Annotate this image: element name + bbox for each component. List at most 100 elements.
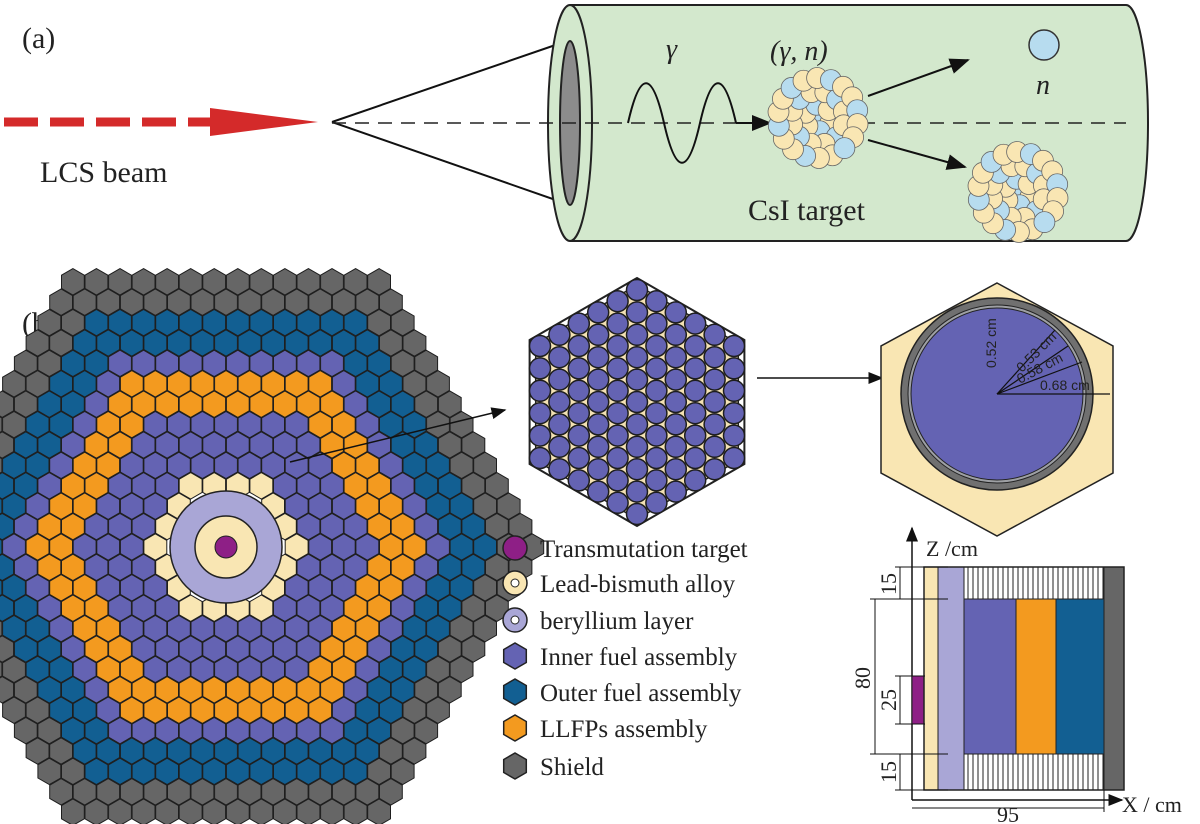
fuel-pin xyxy=(606,379,629,403)
core-hex-outer xyxy=(49,410,73,439)
fuel-pin xyxy=(645,401,668,425)
core-hex-shield xyxy=(167,778,191,806)
fuel-pin xyxy=(683,424,707,447)
core-hex-inner xyxy=(355,655,380,684)
core-hex-outer xyxy=(343,308,368,337)
core-hex-inner xyxy=(167,451,191,480)
core-hex-llfp xyxy=(402,533,427,561)
core-hex-shield xyxy=(237,288,262,316)
core-hex-inner xyxy=(155,635,179,663)
core-hex-inner xyxy=(96,696,121,724)
core-hex-inner xyxy=(331,574,356,602)
core-hex-inner xyxy=(13,553,38,582)
core-hex-inner xyxy=(72,410,97,439)
core-hex-shield xyxy=(61,268,85,296)
core-hex-outer xyxy=(461,512,486,541)
core-hex-shield xyxy=(414,390,439,418)
fuel-pin xyxy=(722,334,746,358)
core-hex-shield xyxy=(379,778,403,806)
core-hex-outer xyxy=(284,329,309,357)
core-hex-shield xyxy=(485,553,509,582)
core-hex-shield xyxy=(13,676,38,704)
core-hex-outer xyxy=(13,635,38,663)
core-hex-outer xyxy=(379,370,403,398)
legend-item-outer-fuel: Outer fuel assembly xyxy=(502,678,742,707)
core-hex-shield xyxy=(437,676,462,704)
core-hex-outer xyxy=(202,308,227,337)
core-hex-inner xyxy=(108,594,132,622)
inner-fuel-hex-icon xyxy=(502,642,528,670)
core-hex-inner xyxy=(273,431,297,459)
core-hex-llfp xyxy=(284,370,309,398)
core-hex-shield xyxy=(402,329,427,357)
core-hex-llfp xyxy=(214,696,238,724)
core-hex-outer xyxy=(437,472,462,500)
fuel-pin xyxy=(606,357,629,380)
core-hex-inner xyxy=(167,614,191,643)
core-hex-outer xyxy=(367,349,391,378)
axial-target xyxy=(911,675,925,725)
core-hex-llfp xyxy=(108,635,132,663)
core-hex-llfp xyxy=(367,512,391,541)
core-hex-inner xyxy=(320,512,344,541)
core-hex-inner xyxy=(178,635,203,663)
core-hex-inner xyxy=(261,614,285,643)
core-hex-inner xyxy=(49,614,73,643)
purple-dot-icon xyxy=(502,535,528,561)
fuel-pin xyxy=(664,480,688,503)
core-hex-inner xyxy=(143,574,168,602)
core-hex-shield xyxy=(61,308,85,337)
core-hex-shield xyxy=(84,268,109,296)
neutron-label: n xyxy=(1036,70,1050,101)
axial-section: Z /cm X / cm 15 80 25 15 95 xyxy=(850,526,1182,824)
fuel-pin xyxy=(586,435,610,459)
fuel-pin xyxy=(703,435,726,459)
core-hex-outer xyxy=(402,655,427,684)
fuel-pin xyxy=(625,390,649,414)
lcs-beam-arrow xyxy=(4,108,318,136)
core-hex-llfp xyxy=(108,390,132,418)
core-hex-outer xyxy=(49,370,73,398)
fuel-pin xyxy=(703,457,726,481)
core-hex-inner xyxy=(37,472,62,500)
svg-text:Outer fuel assembly: Outer fuel assembly xyxy=(540,680,742,707)
core-hex-shield xyxy=(402,696,427,724)
core-hex-shield xyxy=(202,798,227,824)
core-hex-inner xyxy=(273,472,297,500)
dim-width: 95 xyxy=(997,802,1019,824)
fuel-pin xyxy=(586,413,610,436)
core-hex-outer xyxy=(331,329,356,357)
fuel-pin xyxy=(703,345,726,369)
core-hex-inner xyxy=(143,655,168,684)
fuel-pin xyxy=(548,368,571,391)
fuel-assembly xyxy=(528,276,746,528)
core-hex-shield xyxy=(308,288,333,316)
core-hex-shield xyxy=(49,329,73,357)
core-hex-shield xyxy=(379,329,403,357)
core-hex-shield xyxy=(485,512,509,541)
core-hex-inner xyxy=(296,472,321,500)
core-hex-llfp xyxy=(355,492,380,520)
core-hex-outer xyxy=(437,594,462,622)
core-hex-shield xyxy=(25,696,50,724)
core-hex-llfp xyxy=(155,676,179,704)
core-hex-inner xyxy=(355,410,380,439)
core-hex-outer xyxy=(178,757,203,786)
core-hex-inner xyxy=(131,512,156,541)
core-hex-map xyxy=(0,268,545,824)
core-hex-outer xyxy=(25,655,50,684)
core-hex-outer xyxy=(343,757,368,786)
core-hex-inner xyxy=(343,390,368,418)
core-hex-inner xyxy=(178,431,203,459)
core-hex-lb xyxy=(143,533,168,561)
core-hex-inner xyxy=(296,553,321,582)
gamma-label: γ xyxy=(666,34,678,65)
core-hex-lb xyxy=(178,594,203,622)
core-hex-llfp xyxy=(331,451,356,480)
fuel-pin xyxy=(528,334,552,358)
core-hex-outer xyxy=(367,390,391,418)
core-hex-llfp xyxy=(167,370,191,398)
core-hex-inner xyxy=(108,472,132,500)
fuel-pin xyxy=(664,368,688,391)
core-hex-shield xyxy=(485,472,509,500)
